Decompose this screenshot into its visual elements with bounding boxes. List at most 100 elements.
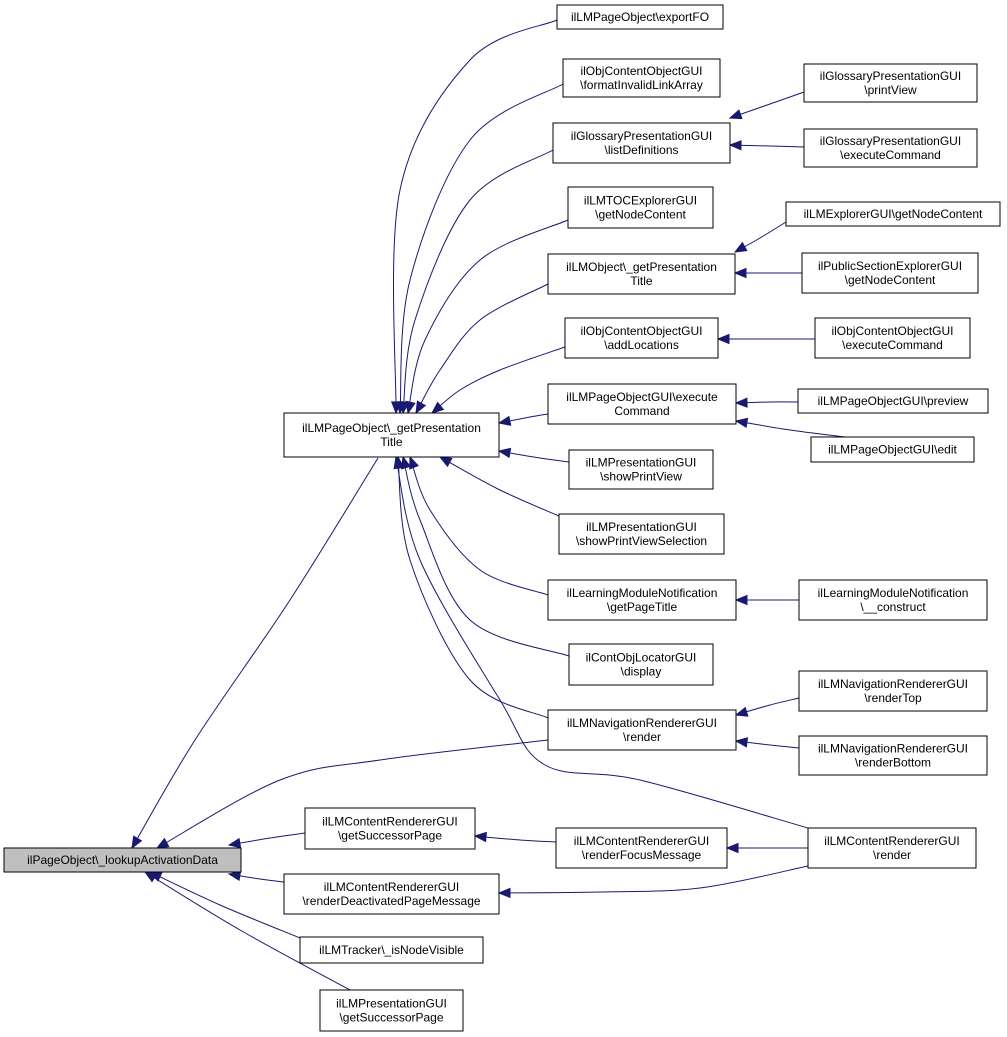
node-box[interactable] bbox=[814, 317, 971, 359]
node-lmn-construct[interactable]: ilLearningModuleNotification\__construct bbox=[798, 579, 988, 621]
node-label: Title bbox=[380, 435, 403, 449]
node-box[interactable] bbox=[299, 936, 484, 964]
node-box[interactable] bbox=[568, 643, 714, 686]
arrowhead-icon bbox=[733, 267, 747, 279]
node-box[interactable] bbox=[798, 670, 988, 712]
node-tracker-inv[interactable]: ilLMTracker\_isNodeVisible bbox=[299, 936, 484, 964]
edge-tracker_inv-to-root bbox=[148, 871, 301, 939]
node-cr-rfm[interactable]: ilLMContentRendererGUI\renderFocusMessag… bbox=[555, 827, 728, 869]
node-expl-gnc[interactable]: ilLMExplorerGUI\getNodeContent bbox=[785, 201, 1001, 227]
node-label: ilPageObject\_lookupActivationData bbox=[27, 853, 218, 867]
arrowhead-icon bbox=[393, 455, 404, 470]
node-lmpo-exportfo[interactable]: ilLMPageObject\exportFO bbox=[556, 4, 724, 30]
node-lmn-gpt[interactable]: ilLearningModuleNotification\getPageTitl… bbox=[547, 579, 737, 621]
node-label: ilLMNavigationRendererGUI bbox=[567, 716, 717, 730]
node-box[interactable] bbox=[801, 252, 979, 294]
edge-line bbox=[735, 420, 846, 438]
node-box[interactable] bbox=[562, 58, 721, 98]
arrowhead-icon bbox=[497, 887, 511, 899]
node-box[interactable] bbox=[798, 735, 988, 776]
node-label: ilLMPresentationGUI bbox=[586, 520, 697, 534]
node-label: \renderDeactivatedPageMessage bbox=[302, 894, 480, 908]
node-box[interactable] bbox=[807, 827, 977, 869]
arrowhead-icon bbox=[430, 401, 445, 414]
node-label: \getSuccessorPage bbox=[338, 829, 442, 843]
node-root[interactable]: ilPageObject\_lookupActivationData bbox=[3, 847, 242, 873]
node-box[interactable] bbox=[556, 4, 724, 30]
node-cr-render[interactable]: ilLMContentRendererGUI\render bbox=[807, 827, 977, 869]
node-label: \showPrintViewSelection bbox=[576, 534, 707, 548]
node-label: \display bbox=[621, 665, 662, 679]
edge-line bbox=[228, 832, 306, 846]
node-label: ilLMPageObject\exportFO bbox=[571, 10, 709, 24]
edge-nav_top-to-nav_render bbox=[734, 697, 800, 717]
node-box[interactable] bbox=[555, 827, 728, 869]
edge-nav_bottom-to-nav_render bbox=[734, 737, 800, 749]
node-box[interactable] bbox=[304, 807, 476, 850]
node-nav-render[interactable]: ilLMNavigationRendererGUI\render bbox=[547, 709, 737, 751]
node-box[interactable] bbox=[547, 383, 737, 425]
node-box[interactable] bbox=[567, 186, 714, 229]
edge-gp_listdef-to-lmpo_gpt bbox=[399, 149, 554, 415]
node-toc-gnc[interactable]: ilLMTOCExplorerGUI\getNodeContent bbox=[567, 186, 714, 229]
edge-cr_rfm-to-cr_gsp bbox=[473, 831, 557, 843]
edge-cr_gsp-to-root bbox=[227, 832, 306, 849]
node-box[interactable] bbox=[547, 579, 737, 621]
node-box[interactable] bbox=[547, 253, 736, 295]
node-box[interactable] bbox=[803, 128, 978, 168]
arrowhead-icon bbox=[415, 400, 427, 415]
node-gp-listdef[interactable]: ilGlossaryPresentationGUI\listDefinition… bbox=[552, 122, 731, 164]
node-box[interactable] bbox=[564, 317, 719, 359]
edge-occ_exec-to-occ_addloc bbox=[716, 333, 815, 345]
node-box[interactable] bbox=[558, 513, 725, 555]
node-pse-gnc[interactable]: ilPublicSectionExplorerGUI\getNodeConten… bbox=[801, 252, 979, 294]
node-cr-gsp[interactable]: ilLMContentRendererGUI\getSuccessorPage bbox=[304, 807, 476, 850]
node-label: \render bbox=[623, 730, 661, 744]
node-lmp-spv[interactable]: ilLMPresentationGUI\showPrintView bbox=[568, 449, 714, 490]
node-nav-bottom[interactable]: ilLMNavigationRendererGUI\renderBottom bbox=[798, 735, 988, 776]
node-label: \renderFocusMessage bbox=[582, 848, 702, 862]
node-label: ilLMContentRendererGUI bbox=[824, 834, 959, 848]
node-box[interactable] bbox=[568, 449, 714, 490]
edge-line bbox=[407, 219, 569, 414]
node-lmp-spvs[interactable]: ilLMPresentationGUI\showPrintViewSelecti… bbox=[558, 513, 725, 555]
node-occ-fila[interactable]: ilObjContentObjectGUI\formatInvalidLinkA… bbox=[562, 58, 721, 98]
edge-line bbox=[431, 346, 566, 414]
node-gp-printview[interactable]: ilGlossaryPresentationGUI\printView bbox=[803, 63, 978, 103]
node-box[interactable] bbox=[810, 436, 975, 463]
node-box[interactable] bbox=[319, 989, 464, 1032]
node-box[interactable] bbox=[283, 873, 500, 915]
node-gp-exec[interactable]: ilGlossaryPresentationGUI\executeCommand bbox=[803, 128, 978, 168]
node-box[interactable] bbox=[3, 847, 242, 873]
node-box[interactable] bbox=[803, 63, 978, 103]
node-box[interactable] bbox=[798, 579, 988, 621]
arrowhead-icon bbox=[733, 241, 748, 253]
edge-lmo_gpt-to-lmpo_gpt bbox=[415, 283, 549, 415]
node-lmpog-preview[interactable]: ilLMPageObjectGUI\preview bbox=[797, 388, 989, 414]
node-lmp-gsp[interactable]: ilLMPresentationGUI\getSuccessorPage bbox=[319, 989, 464, 1032]
node-label: ilObjContentObjectGUI bbox=[580, 324, 702, 338]
node-lmpog-edit[interactable]: ilLMPageObjectGUI\edit bbox=[810, 436, 975, 463]
node-lmpog-exec[interactable]: ilLMPageObjectGUI\executeCommand bbox=[547, 383, 737, 425]
node-label: \getSuccessorPage bbox=[339, 1011, 443, 1025]
edge-line bbox=[498, 865, 809, 894]
node-label: \executeCommand bbox=[840, 148, 941, 162]
node-box[interactable] bbox=[547, 709, 737, 751]
edge-cr_render-to-cr_rdpm bbox=[497, 865, 809, 899]
node-box[interactable] bbox=[283, 412, 500, 458]
node-label: Command bbox=[614, 404, 669, 418]
node-box[interactable] bbox=[785, 201, 1001, 227]
edge-line bbox=[395, 456, 809, 829]
node-col-display[interactable]: ilContObjLocatorGUI\display bbox=[568, 643, 714, 686]
node-cr-rdpm[interactable]: ilLMContentRendererGUI\renderDeactivated… bbox=[283, 873, 500, 915]
node-occ-exec[interactable]: ilObjContentObjectGUI\executeCommand bbox=[814, 317, 971, 359]
node-box[interactable] bbox=[552, 122, 731, 164]
node-box[interactable] bbox=[797, 388, 989, 414]
edge-nav_render-to-lmpo_gpt bbox=[394, 455, 549, 719]
node-nav-top[interactable]: ilLMNavigationRendererGUI\renderTop bbox=[798, 670, 988, 712]
node-occ-addloc[interactable]: ilObjContentObjectGUI\addLocations bbox=[564, 317, 719, 359]
edge-line bbox=[415, 283, 549, 414]
